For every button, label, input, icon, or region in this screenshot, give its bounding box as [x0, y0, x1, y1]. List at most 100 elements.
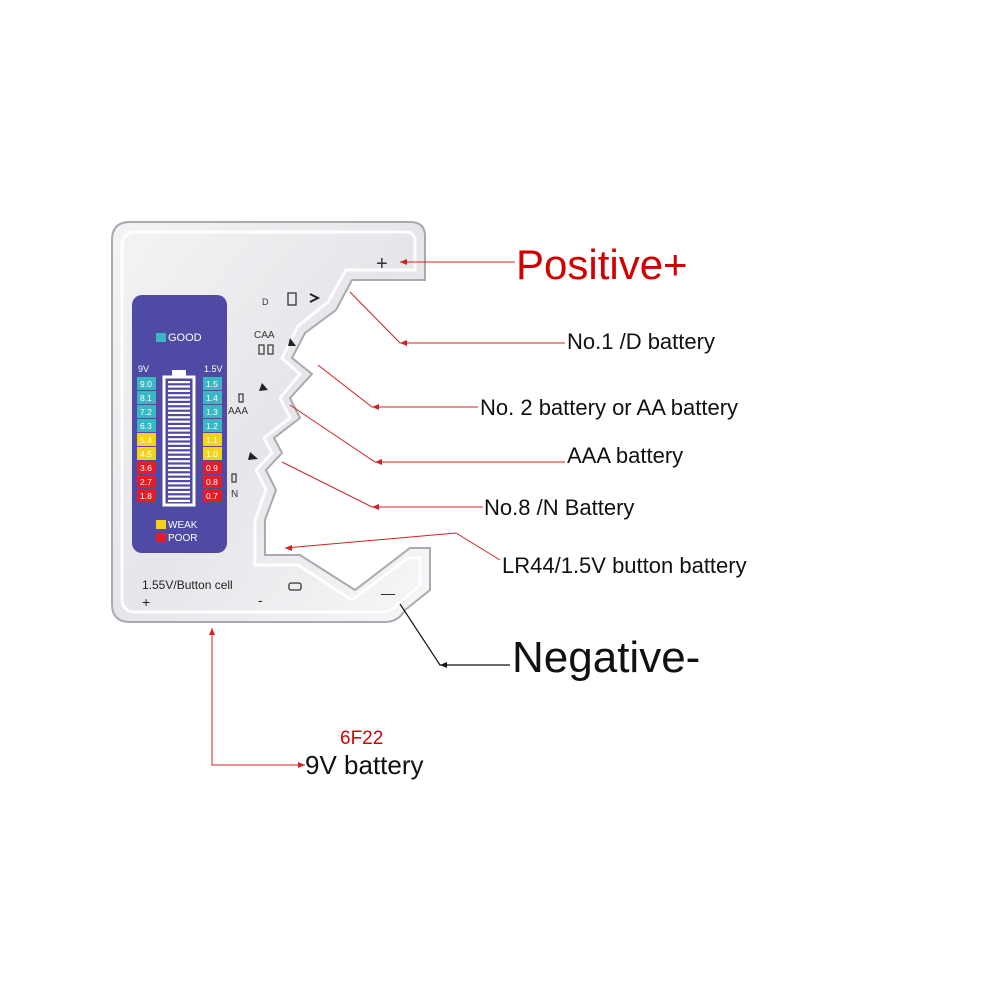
gauge-bar — [168, 394, 190, 397]
gauge-bar — [168, 381, 190, 384]
good-swatch — [156, 333, 166, 342]
right-scale-value: 1.1 — [206, 435, 218, 445]
right-scale-value: 1.0 — [206, 449, 218, 459]
arrowhead-aaa — [375, 459, 382, 465]
slot-label-aaa: AAA — [228, 406, 248, 417]
gauge-bar — [168, 499, 190, 502]
callout-line-9v — [211, 628, 305, 766]
top-plus-mark: + — [376, 253, 388, 275]
left-scale-cell — [137, 461, 156, 474]
battery-gauge-icon — [162, 370, 196, 507]
callout-line-d — [349, 291, 565, 344]
bottom-label: 1.55V/Button cell — [142, 578, 233, 592]
right-scale-cell — [203, 419, 222, 432]
left-scale-cell — [137, 475, 156, 488]
gauge-bar — [168, 464, 190, 467]
left-scale-value: 5.4 — [140, 435, 152, 445]
caa-battery-icon-2 — [267, 344, 274, 355]
arrowhead-aa — [372, 404, 379, 410]
gauge-bar — [168, 425, 190, 428]
gauge-bar — [168, 495, 190, 498]
left-scale-value: 6.3 — [140, 421, 152, 431]
gauge-bar — [168, 416, 190, 419]
bottom-minus-mark: - — [258, 592, 263, 608]
label-aaa-battery: AAA battery — [567, 443, 684, 468]
gauge-bar — [168, 429, 190, 432]
label-positive: Positive+ — [516, 241, 688, 288]
callout-line-aa — [317, 364, 478, 408]
right-scale-value: 1.4 — [206, 393, 218, 403]
gauge-bar — [168, 486, 190, 489]
left-scale: 9.08.17.26.35.44.53.62.71.8 — [137, 377, 156, 502]
left-scale-value: 8.1 — [140, 393, 152, 403]
arrowhead-lr44 — [285, 545, 292, 551]
gauge-bar — [168, 398, 190, 401]
arrowhead-positive — [400, 259, 407, 265]
right-minus-mark: — — [381, 585, 395, 601]
left-scale-header: 9V — [138, 364, 149, 374]
callout-line-lr44 — [284, 532, 501, 561]
right-scale-cell — [203, 461, 222, 474]
label-lr44-button-battery: LR44/1.5V button battery — [502, 553, 747, 578]
callout-line-n — [281, 461, 483, 508]
right-scale-value: 1.3 — [206, 407, 218, 417]
caa-slot-arrow-icon — [288, 338, 296, 346]
arrowhead-9v — [298, 762, 305, 768]
arrowhead-negative — [440, 662, 447, 668]
left-scale-cell — [137, 447, 156, 460]
right-scale-cell — [203, 433, 222, 446]
right-scale-value: 1.5 — [206, 379, 218, 389]
gauge-bar — [168, 451, 190, 454]
right-scale: 1.51.41.31.21.11.00.90.80.7 — [203, 377, 222, 502]
right-scale-cell — [203, 475, 222, 488]
label-no8-n-battery: No.8 /N Battery — [484, 495, 635, 520]
right-scale-header: 1.5V — [204, 364, 223, 374]
right-scale-value: 1.2 — [206, 421, 218, 431]
left-scale-cell — [137, 405, 156, 418]
right-scale-cell — [203, 405, 222, 418]
gauge-bar — [168, 491, 190, 494]
bottom-plus-mark: + — [142, 594, 150, 610]
d-battery-icon — [287, 292, 297, 306]
left-scale-cell — [137, 377, 156, 390]
poor-swatch — [156, 533, 166, 542]
n-battery-icon — [231, 473, 237, 483]
right-scale-value: 0.8 — [206, 477, 218, 487]
button-cell-contact-icon — [288, 582, 302, 591]
good-label: GOOD — [168, 332, 202, 344]
left-scale-cell — [137, 489, 156, 502]
gauge-bar — [168, 420, 190, 423]
gauge-bar — [168, 447, 190, 450]
label-9v-battery: 9V battery — [305, 750, 424, 780]
display-panel — [132, 295, 227, 553]
label-negative: Negative- — [512, 633, 701, 682]
callout-arrowheads — [209, 259, 407, 768]
weak-label: WEAK — [168, 520, 198, 531]
gauge-bar — [168, 411, 190, 414]
left-scale-value: 2.7 — [140, 477, 152, 487]
right-scale-cell — [203, 391, 222, 404]
gauge-bar — [168, 473, 190, 476]
right-scale-cell — [203, 489, 222, 502]
left-scale-value: 4.5 — [140, 449, 152, 459]
right-scale-cell — [203, 377, 222, 390]
aaa-slot-arrow-icon — [259, 383, 268, 391]
weak-swatch — [156, 520, 166, 529]
gauge-bar — [168, 403, 190, 406]
left-scale-cell — [137, 433, 156, 446]
gauge-bar — [168, 455, 190, 458]
left-scale-cell — [137, 419, 156, 432]
right-scale-value: 0.9 — [206, 463, 218, 473]
label-6f22: 6F22 — [340, 728, 384, 749]
d-slot-arrow-icon — [309, 293, 321, 303]
label-no1-d-battery: No.1 /D battery — [567, 329, 715, 354]
left-scale-value: 1.8 — [140, 491, 152, 501]
gauge-bar — [168, 469, 190, 472]
gauge-bar — [168, 407, 190, 410]
arrowhead-d — [400, 340, 407, 346]
gauge-bar — [168, 433, 190, 436]
left-scale-value: 9.0 — [140, 379, 152, 389]
gauge-bar — [168, 442, 190, 445]
